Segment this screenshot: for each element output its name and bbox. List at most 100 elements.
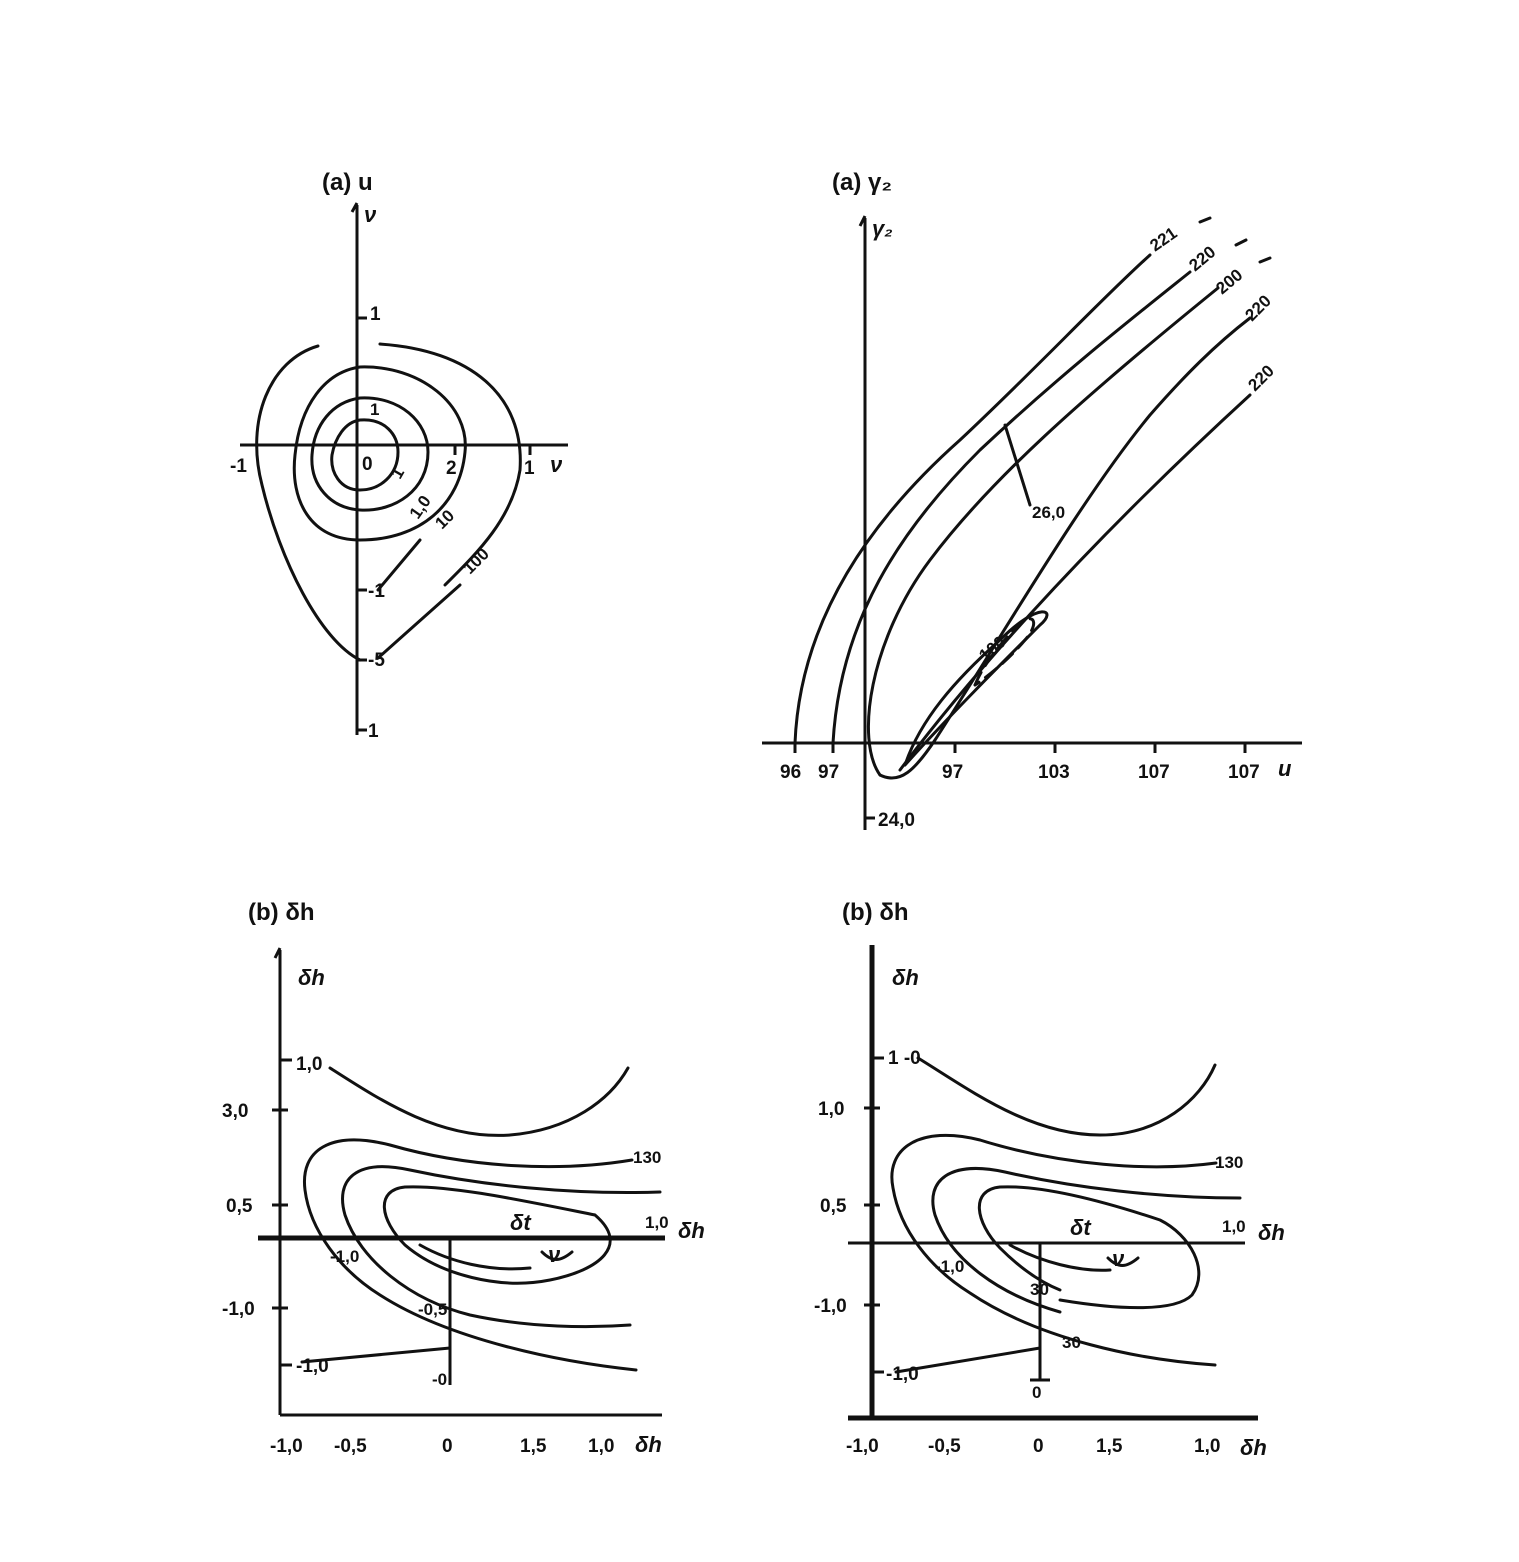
contour-line [831, 270, 1192, 745]
tick-label: 0 [362, 454, 373, 475]
contour-label: -0 [432, 1370, 447, 1389]
tick-mark [1234, 238, 1248, 247]
contour-line [255, 344, 362, 662]
tick-label: 1 -0 [888, 1048, 921, 1069]
tick-label: -0,5 [334, 1436, 367, 1457]
contour-line [931, 1167, 1242, 1314]
tick-label: 1 [524, 458, 535, 479]
contour-label: ν [1112, 1246, 1125, 1271]
tick-label: 1,0 [588, 1436, 614, 1457]
contour-line [330, 418, 400, 492]
y-axis-label: δh [892, 965, 919, 990]
tick-label: 1,5 [1096, 1436, 1123, 1457]
tick-label: 103 [1038, 762, 1070, 783]
tick-label: 0,5 [226, 1196, 253, 1217]
tick-label: 107 [1228, 762, 1260, 783]
leader-line [300, 1346, 452, 1364]
contour-label: 10 [431, 506, 458, 533]
contour-line [292, 365, 467, 542]
contour-label: -0,5 [418, 1300, 447, 1319]
contour-label: 30 [1030, 1280, 1049, 1299]
tick-label: -1,0 [846, 1436, 879, 1457]
x-axis-label: u [1278, 756, 1292, 781]
contour-line [1008, 1243, 1112, 1272]
contour-line [378, 342, 522, 587]
contour-line [903, 610, 1049, 767]
tick-label: 1,5 [520, 1436, 547, 1457]
tick-label: 1,0 [296, 1054, 322, 1075]
panel-b-dh-right: (b) δh δh δh δh 1 -0 1,0 0,5 -1,0 -1,0 -… [814, 899, 1285, 1460]
contour-line [302, 1138, 638, 1372]
y-axis-arrow [858, 215, 867, 227]
panel-title: (a) γ₂ [832, 169, 892, 196]
contour-label: 1,0 [1222, 1217, 1246, 1236]
tick-label: -1,0 [270, 1436, 303, 1457]
contour-line [977, 1185, 1201, 1310]
tick-label: -1,0 [814, 1296, 847, 1317]
leader-line [376, 538, 422, 592]
tick-label: 97 [818, 762, 839, 783]
tick-label: 96 [780, 762, 801, 783]
contour-label: 130 [1215, 1153, 1243, 1172]
contour-label: 30 [1062, 1333, 1081, 1352]
tick-label: -0,5 [928, 1436, 961, 1457]
y-axis-arrow [350, 202, 359, 213]
contour-line-inner [973, 617, 1036, 687]
tick-label: 1 [370, 304, 381, 325]
tick-label: 1,0 [1194, 1436, 1220, 1457]
tick-label: 1 [368, 721, 379, 742]
contour-line [1106, 1256, 1140, 1267]
contour-label: 130 [633, 1148, 661, 1167]
tick-label: 0,5 [820, 1196, 847, 1217]
line-label: δh [678, 1218, 705, 1243]
contour-label: -1,0 [330, 1247, 359, 1266]
tick-mark [1258, 256, 1272, 264]
contour-label: 0 [1032, 1383, 1041, 1402]
contour-line [866, 286, 1220, 777]
panel-b-dh-left: (b) δh δh δh δh 1,0 3,0 0,5 -1,0 -1,0 -1… [222, 899, 705, 1457]
contour-label: ν [548, 1242, 561, 1267]
tick-label: 1,0 [818, 1099, 844, 1120]
contour-label: 221 [1146, 223, 1180, 255]
contour-label: 200 [1212, 265, 1246, 298]
contour-label: 1 [370, 400, 379, 419]
contour-line [878, 316, 1252, 780]
leader-line [1003, 423, 1032, 507]
contour-line [328, 1066, 630, 1137]
tick-label: 97 [942, 762, 963, 783]
contour-label: δt [1070, 1215, 1092, 1240]
contour-line [916, 1056, 1217, 1137]
contour-label: 1 [387, 464, 408, 482]
contour-line [793, 253, 1152, 745]
tick-mark [1198, 216, 1212, 224]
panel-title: (b) δh [248, 899, 315, 926]
line-label: δh [1258, 1220, 1285, 1245]
panel-title: (a) u [322, 169, 373, 196]
tick-label: -1,0 [222, 1299, 255, 1320]
tick-label: 0 [442, 1436, 453, 1457]
panel-title: (b) δh [842, 899, 909, 926]
tick-label: -1,0 [886, 1364, 919, 1385]
contour-label: 26,0 [1032, 503, 1065, 522]
tick-label: 107 [1138, 762, 1170, 783]
x-axis-label: ν [550, 452, 563, 477]
leader-line [376, 583, 462, 660]
contour-line [310, 396, 430, 512]
contour-line [890, 1133, 1218, 1367]
tick-label: 2 [446, 458, 457, 479]
contour-label: -1,0 [935, 1257, 964, 1276]
contour-line [382, 1185, 612, 1285]
y-axis-label: γ₂ [872, 216, 893, 241]
contour-line [341, 1165, 662, 1329]
tick-label: 0 [1033, 1436, 1044, 1457]
contour-label: 1,0 [645, 1213, 669, 1232]
contour-label: δt [510, 1210, 532, 1235]
contour-label: 220 [1244, 361, 1277, 394]
panel-a-gamma2: (a) γ₂ γ₂ u 96 97 97 103 107 107 24,0 22… [762, 169, 1302, 831]
y-axis-arrow [273, 947, 282, 959]
contour-label: 100 [459, 544, 492, 577]
leader-line [894, 1346, 1042, 1374]
tick-label: -1 [230, 456, 247, 477]
x-axis-label: δh [635, 1432, 662, 1457]
